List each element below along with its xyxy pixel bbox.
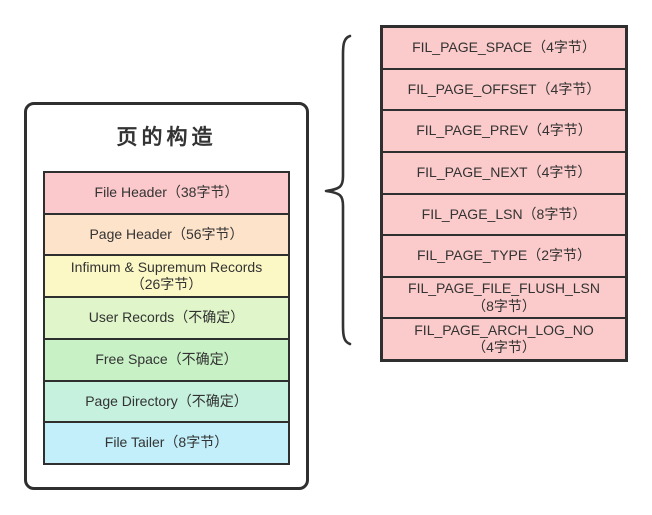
row-label: Page Directory（不确定） [85, 392, 248, 409]
curly-brace-icon [324, 34, 352, 346]
page-structure-panel: 页的构造 File Header（38字节） Page Header（56字节）… [24, 102, 309, 490]
field-label: FIL_PAGE_ARCH_LOG_NO （4字节） [414, 321, 594, 356]
row-file-header: File Header（38字节） [45, 173, 288, 213]
field-label: FIL_PAGE_OFFSET（4字节） [407, 80, 601, 97]
row-file-tailer: File Tailer（8字节） [45, 421, 288, 464]
field-label: FIL_PAGE_SPACE（4字节） [412, 39, 596, 56]
row-free-space: Free Space（不确定） [45, 337, 288, 380]
field-fil-page-space: FIL_PAGE_SPACE（4字节） [383, 28, 625, 68]
row-page-directory: Page Directory（不确定） [45, 379, 288, 422]
field-label: FIL_PAGE_LSN（8字节） [421, 205, 587, 222]
row-page-header: Page Header（56字节） [45, 212, 288, 255]
file-header-fields-panel: FIL_PAGE_SPACE（4字节） FIL_PAGE_OFFSET（4字节）… [380, 25, 628, 362]
field-fil-page-type: FIL_PAGE_TYPE（2字节） [383, 234, 625, 276]
field-label: FIL_PAGE_PREV（4字节） [416, 122, 592, 139]
row-label: Page Header（56字节） [89, 225, 244, 242]
field-fil-page-prev: FIL_PAGE_PREV（4字节） [383, 109, 625, 151]
row-label: User Records（不确定） [88, 309, 245, 326]
field-fil-page-file-flush-lsn: FIL_PAGE_FILE_FLUSH_LSN （8字节） [383, 275, 625, 318]
row-infimum-supremum-records: Infimum & Supremum Records （26字节） [45, 254, 288, 297]
row-label: Infimum & Supremum Records （26字节） [70, 258, 263, 293]
field-label: FIL_PAGE_FILE_FLUSH_LSN （8字节） [408, 280, 600, 314]
field-fil-page-next: FIL_PAGE_NEXT（4字节） [383, 150, 625, 193]
row-label: File Tailer（8字节） [104, 434, 229, 451]
field-fil-page-lsn: FIL_PAGE_LSN（8字节） [383, 192, 625, 235]
row-label: Free Space（不确定） [95, 350, 238, 367]
row-user-records: User Records（不确定） [45, 296, 288, 338]
page-title: 页的构造 [116, 126, 217, 149]
field-fil-page-arch-log-no: FIL_PAGE_ARCH_LOG_NO （4字节） [383, 317, 625, 359]
page-structure-stack: File Header（38字节） Page Header（56字节） Infi… [43, 171, 290, 465]
field-label: FIL_PAGE_NEXT（4字节） [416, 163, 592, 180]
field-label: FIL_PAGE_TYPE（2字节） [416, 247, 591, 264]
row-label: File Header（38字节） [94, 184, 239, 201]
field-fil-page-offset: FIL_PAGE_OFFSET（4字节） [383, 67, 625, 110]
